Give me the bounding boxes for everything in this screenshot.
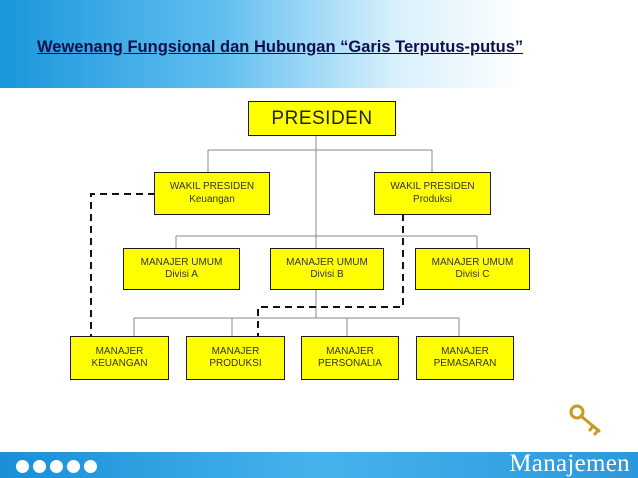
header-band xyxy=(0,0,638,88)
box-label: MANAJER xyxy=(95,345,144,357)
nav-dot-icon xyxy=(67,460,80,473)
box-label: MANAJER UMUM xyxy=(431,256,514,268)
box-manajer-personalia: MANAJER PERSONALIA xyxy=(301,336,399,380)
slide-title: Wewenang Fungsional dan Hubungan “Garis … xyxy=(37,38,524,56)
box-manajer-umum-c: MANAJER UMUM Divisi C xyxy=(415,248,530,290)
box-sublabel: Divisi B xyxy=(310,269,344,280)
footer-brand: Manajemen xyxy=(509,450,630,477)
box-sublabel: Keuangan xyxy=(189,193,235,205)
box-manajer-umum-b: MANAJER UMUM Divisi B xyxy=(270,248,384,290)
box-manajer-pemasaran: MANAJER PEMASARAN xyxy=(416,336,514,380)
box-label: WAKIL PRESIDEN xyxy=(390,181,475,192)
box-manajer-produksi: MANAJER PRODUKSI xyxy=(186,336,285,380)
box-sublabel: Divisi A xyxy=(165,269,198,280)
dashed-functional-produksi xyxy=(257,214,404,336)
box-sublabel: Divisi C xyxy=(455,269,490,280)
box-wakil-presiden-keuangan: WAKIL PRESIDEN Keuangan xyxy=(154,172,270,215)
box-label: MANAJER xyxy=(211,345,260,357)
box-sublabel: PERSONALIA xyxy=(318,358,382,369)
box-label: MANAJER UMUM xyxy=(140,256,223,268)
dashed-functional-keuangan xyxy=(90,193,155,336)
box-wakil-presiden-produksi: WAKIL PRESIDEN Produksi xyxy=(374,172,491,215)
nav-dot-icon xyxy=(84,460,97,473)
box-manajer-keuangan: MANAJER KEUANGAN xyxy=(70,336,169,380)
nav-dot-icon xyxy=(50,460,63,473)
box-presiden: PRESIDEN xyxy=(248,101,396,136)
key-icon xyxy=(569,404,601,436)
box-sublabel: Produksi xyxy=(413,193,452,205)
nav-dot-icon xyxy=(16,460,29,473)
box-label: WAKIL PRESIDEN xyxy=(169,181,255,192)
box-label: MANAJER xyxy=(326,345,374,357)
box-sublabel: KEUANGAN xyxy=(91,358,148,369)
box-sublabel: PEMASARAN xyxy=(433,358,497,369)
box-label: MANAJER UMUM xyxy=(286,256,368,268)
box-label: MANAJER xyxy=(441,345,489,357)
box-manajer-umum-a: MANAJER UMUM Divisi A xyxy=(123,248,240,290)
box-label: PRESIDEN xyxy=(271,107,373,129)
nav-dot-icon xyxy=(33,460,46,473)
box-sublabel: PRODUKSI xyxy=(209,358,262,369)
footer-band xyxy=(0,452,638,478)
